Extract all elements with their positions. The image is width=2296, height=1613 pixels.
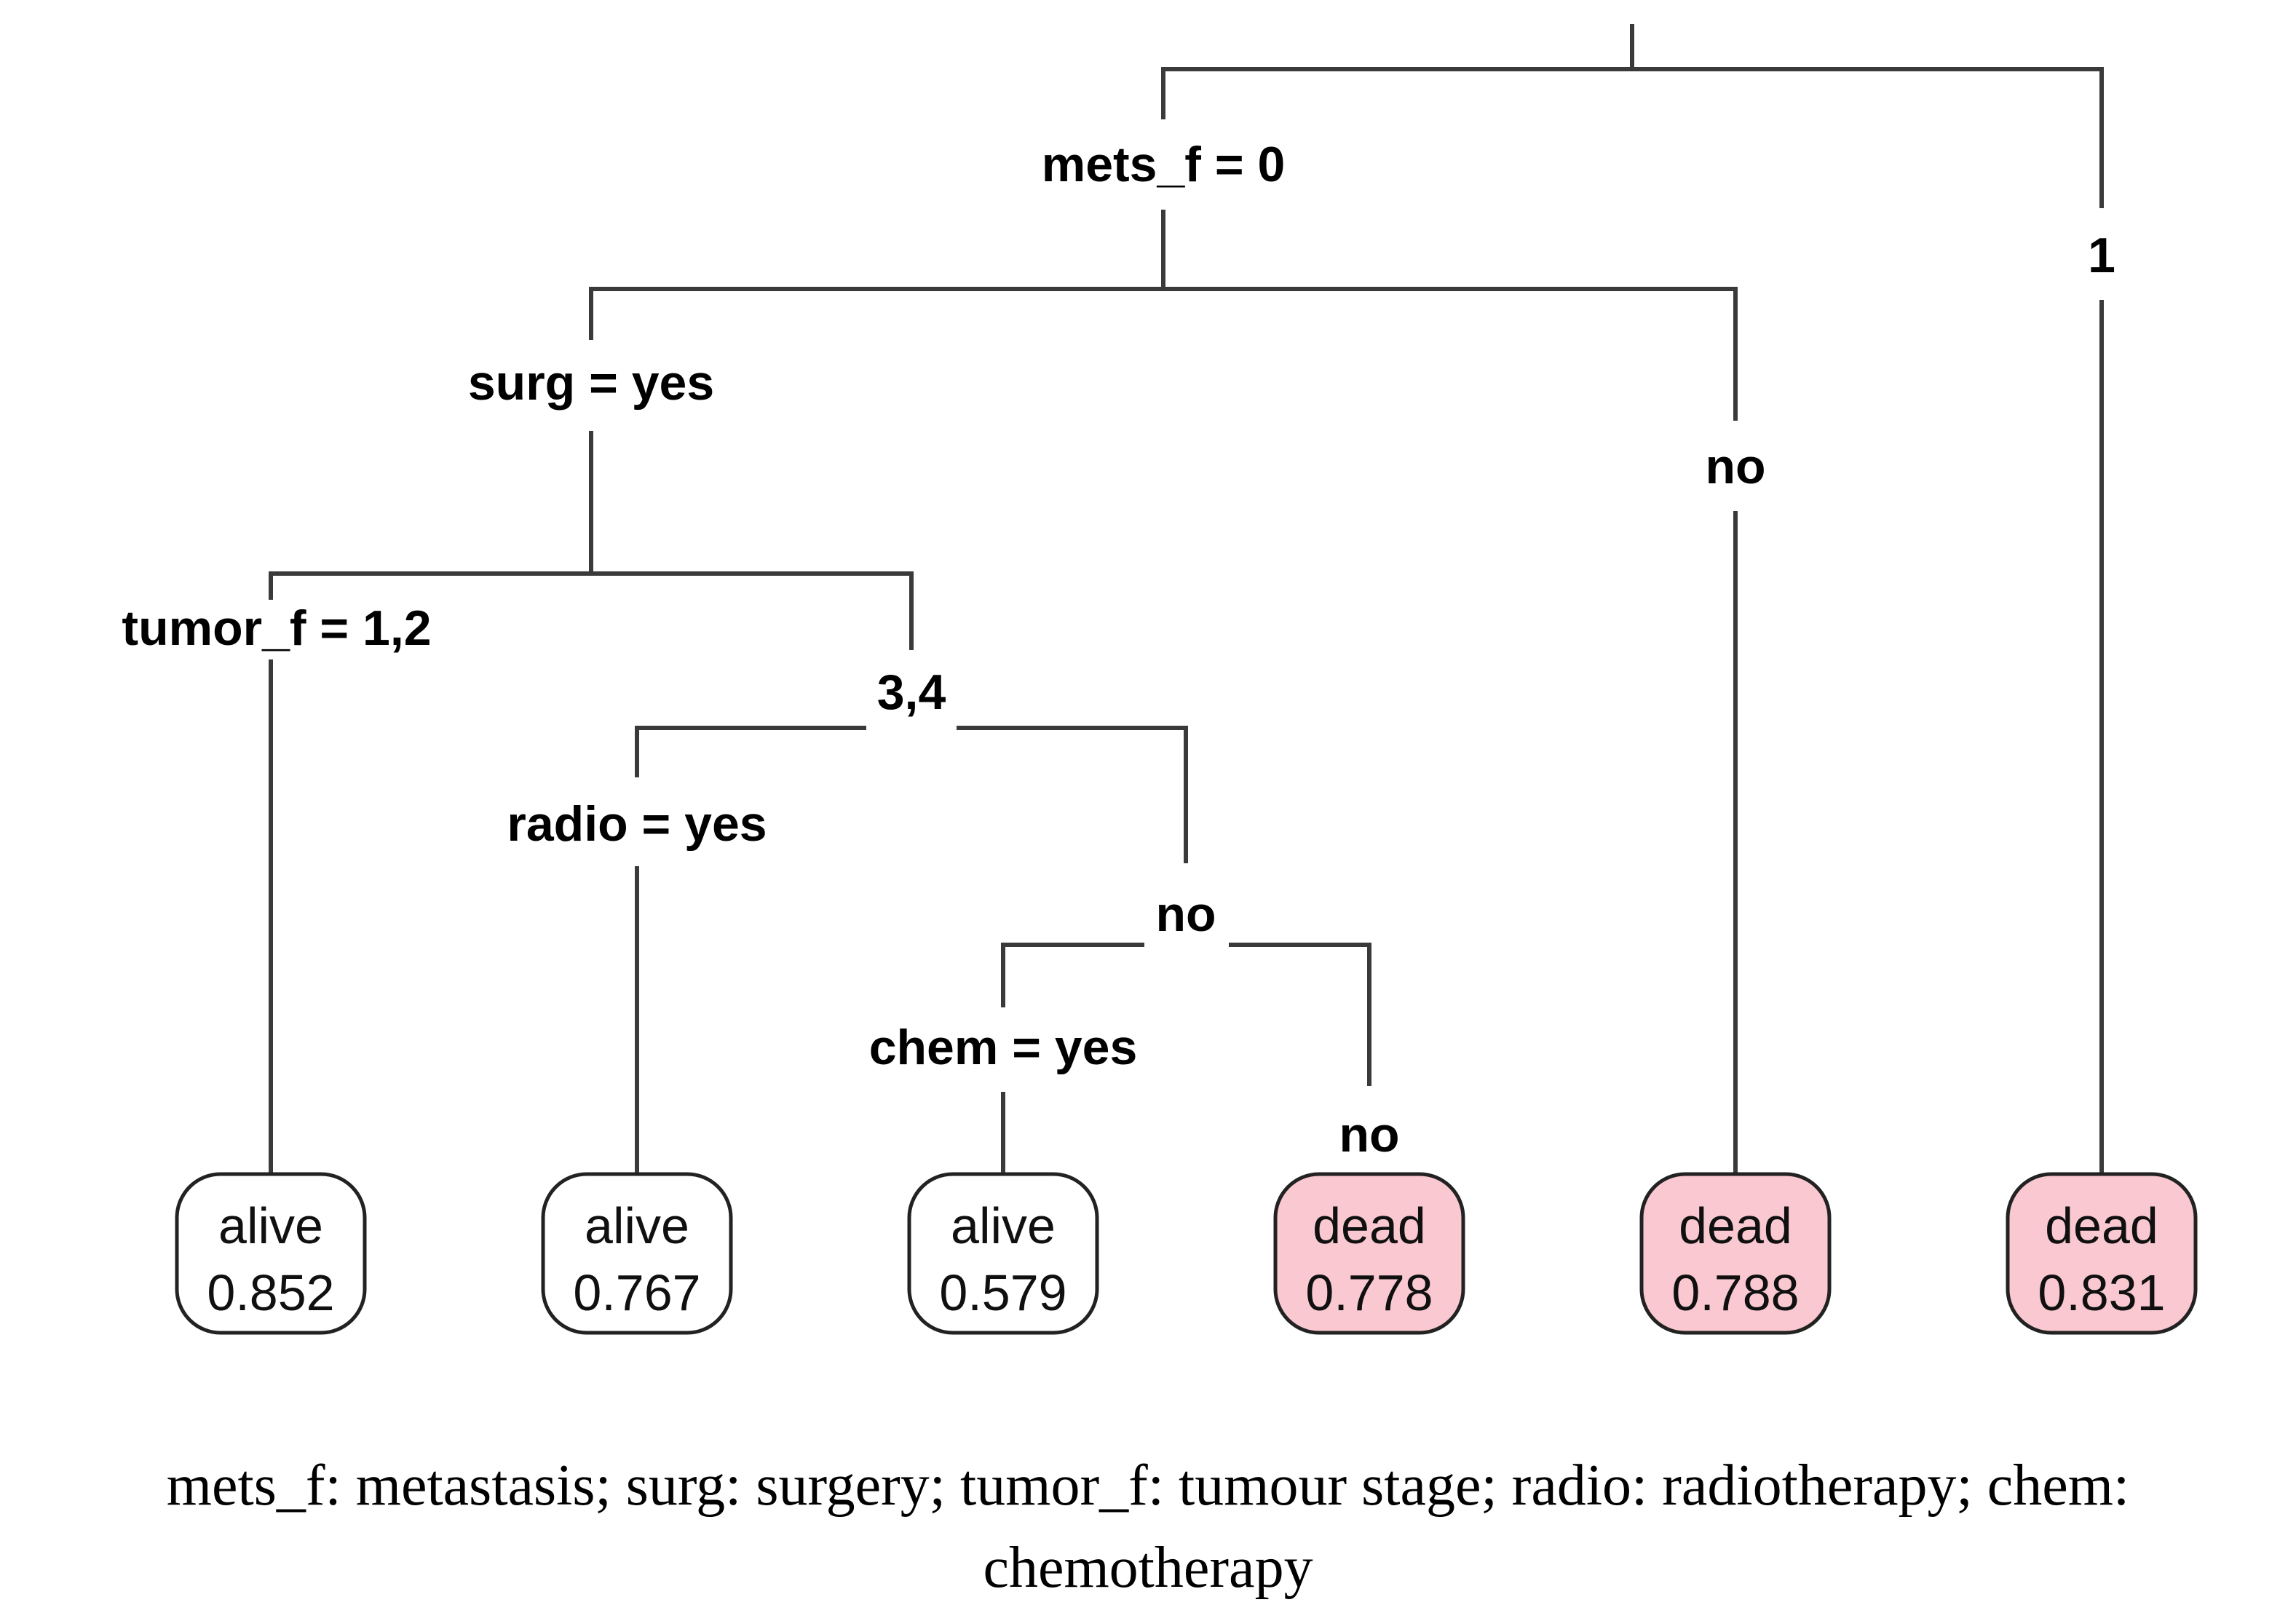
leaf-prob-label: 0.852 (207, 1264, 334, 1321)
leaf-class-label: alive (585, 1197, 689, 1254)
leaf-node-dead-831: dead 0.831 (2006, 1172, 2198, 1335)
leaf-class-label: alive (218, 1197, 323, 1254)
branch-value-surg-right: no (1705, 439, 1765, 494)
leaf-class-label: dead (2045, 1197, 2158, 1254)
split-label-surg: surg = yes (468, 355, 714, 411)
leaf-node-alive-579: alive 0.579 (907, 1172, 1099, 1335)
leaf-class-label: dead (1313, 1197, 1426, 1254)
leaf-node-dead-788: dead 0.788 (1639, 1172, 1832, 1335)
leaf-class-label: dead (1679, 1197, 1792, 1254)
leaf-box (2006, 1172, 2198, 1335)
leaf-prob-label: 0.778 (1305, 1264, 1433, 1321)
branch-value-chem-right: no (1339, 1107, 1399, 1162)
leaf-class-label: alive (951, 1197, 1056, 1254)
split-label-mets: mets_f = 0 (1042, 137, 1286, 192)
leaf-prob-label: 0.788 (1671, 1264, 1799, 1321)
split-label-radio: radio = yes (507, 796, 767, 852)
leaf-node-alive-852: alive 0.852 (175, 1172, 367, 1335)
leaf-box (1639, 1172, 1832, 1335)
leaf-box (907, 1172, 1099, 1335)
split-label-tumor: tumor_f = 1,2 (122, 601, 431, 656)
leaf-node-dead-778: dead 0.778 (1273, 1172, 1465, 1335)
leaf-box (175, 1172, 367, 1335)
figure-caption: mets_f: metastasis; surg: surgery; tumor… (0, 1445, 2296, 1609)
caption-line-2: chemotherapy (983, 1536, 1313, 1600)
leaf-box (541, 1172, 733, 1335)
branch-labels: mets_f = 0 1 surg = yes no tumor_f = 1,2… (122, 137, 2115, 1162)
tree-edges (269, 24, 2104, 1174)
leaf-node-alive-767: alive 0.767 (541, 1172, 733, 1335)
branch-value-tumor-right: 3,4 (877, 665, 946, 720)
split-label-chem: chem = yes (869, 1020, 1138, 1075)
leaf-box (1273, 1172, 1465, 1335)
caption-line-1: mets_f: metastasis; surg: surgery; tumor… (166, 1454, 2130, 1518)
leaf-nodes: alive 0.852 alive 0.767 alive 0.579 dead… (175, 1172, 2198, 1335)
leaf-prob-label: 0.579 (939, 1264, 1066, 1321)
branch-value-radio-right: no (1155, 887, 1216, 942)
branch-value-mets-right: 1 (2088, 228, 2115, 283)
leaf-prob-label: 0.767 (573, 1264, 700, 1321)
leaf-prob-label: 0.831 (2038, 1264, 2165, 1321)
